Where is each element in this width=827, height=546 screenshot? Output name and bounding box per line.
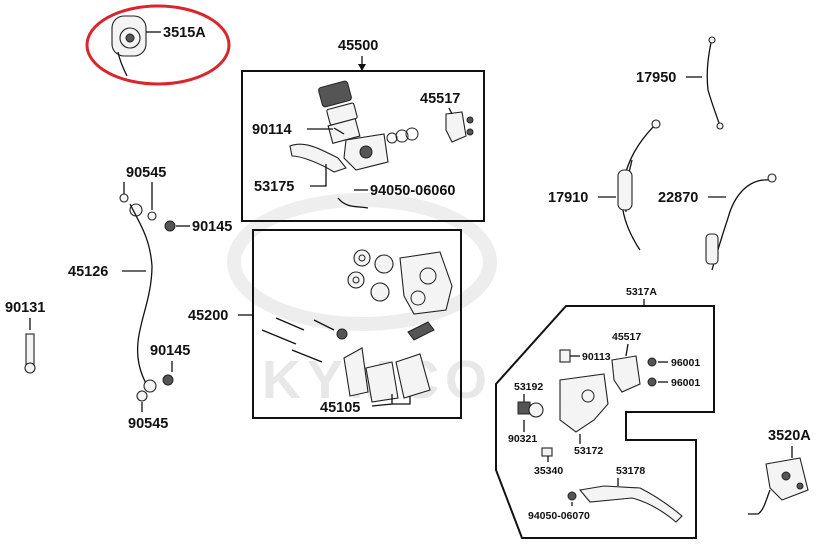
label-45500: 45500 xyxy=(338,38,378,54)
label-22870: 22870 xyxy=(658,190,698,206)
box-5317A xyxy=(495,305,715,539)
label-90131: 90131 xyxy=(5,300,45,316)
group-brake-hose: 90545 90145 45126 90131 90145 90545 xyxy=(5,165,232,432)
box-45500 xyxy=(241,70,485,222)
label-3520A: 3520A xyxy=(768,428,811,444)
label-45105: 45105 xyxy=(320,400,360,416)
label-96001-top: 96001 xyxy=(671,357,700,369)
label-53178: 53178 xyxy=(616,465,645,477)
label-90545-top: 90545 xyxy=(126,165,166,181)
label-3515A: 3515A xyxy=(163,25,206,41)
label-90145-bottom: 90145 xyxy=(150,343,190,359)
label-90321: 90321 xyxy=(508,433,537,445)
label-17950: 17950 xyxy=(636,70,676,86)
part-3520A[interactable]: 3520A xyxy=(748,428,811,515)
group-45200: 45200 45105 xyxy=(188,229,462,419)
label-90114: 90114 xyxy=(252,122,292,138)
label-5317A: 5317A xyxy=(626,286,657,298)
label-17910: 17910 xyxy=(548,190,588,206)
label-45517-top: 45517 xyxy=(420,91,460,107)
label-94050-06070: 94050-06070 xyxy=(528,510,590,522)
label-90145-top: 90145 xyxy=(192,219,232,235)
part-3515A[interactable]: 3515A xyxy=(85,4,231,86)
group-5317A: 5317A 45517 90113 96001 96001 53192 9032… xyxy=(495,286,715,539)
label-53175: 53175 xyxy=(254,179,294,195)
label-45126: 45126 xyxy=(68,264,108,280)
label-45200: 45200 xyxy=(188,308,228,324)
label-90545-bottom: 90545 xyxy=(128,416,168,432)
label-94050-06060: 94050-06060 xyxy=(370,183,455,199)
label-96001-bottom: 96001 xyxy=(671,377,700,389)
highlight-circle xyxy=(85,4,231,86)
group-cables: 17950 17910 22870 xyxy=(548,36,777,271)
box-45200 xyxy=(252,229,462,419)
label-45517-right: 45517 xyxy=(612,331,641,343)
label-53172: 53172 xyxy=(574,445,603,457)
label-35340: 35340 xyxy=(534,465,563,477)
label-90113: 90113 xyxy=(582,351,611,363)
label-53192: 53192 xyxy=(514,381,543,393)
group-45500: 45500 45517 90114 53175 94050-06060 xyxy=(241,38,485,222)
